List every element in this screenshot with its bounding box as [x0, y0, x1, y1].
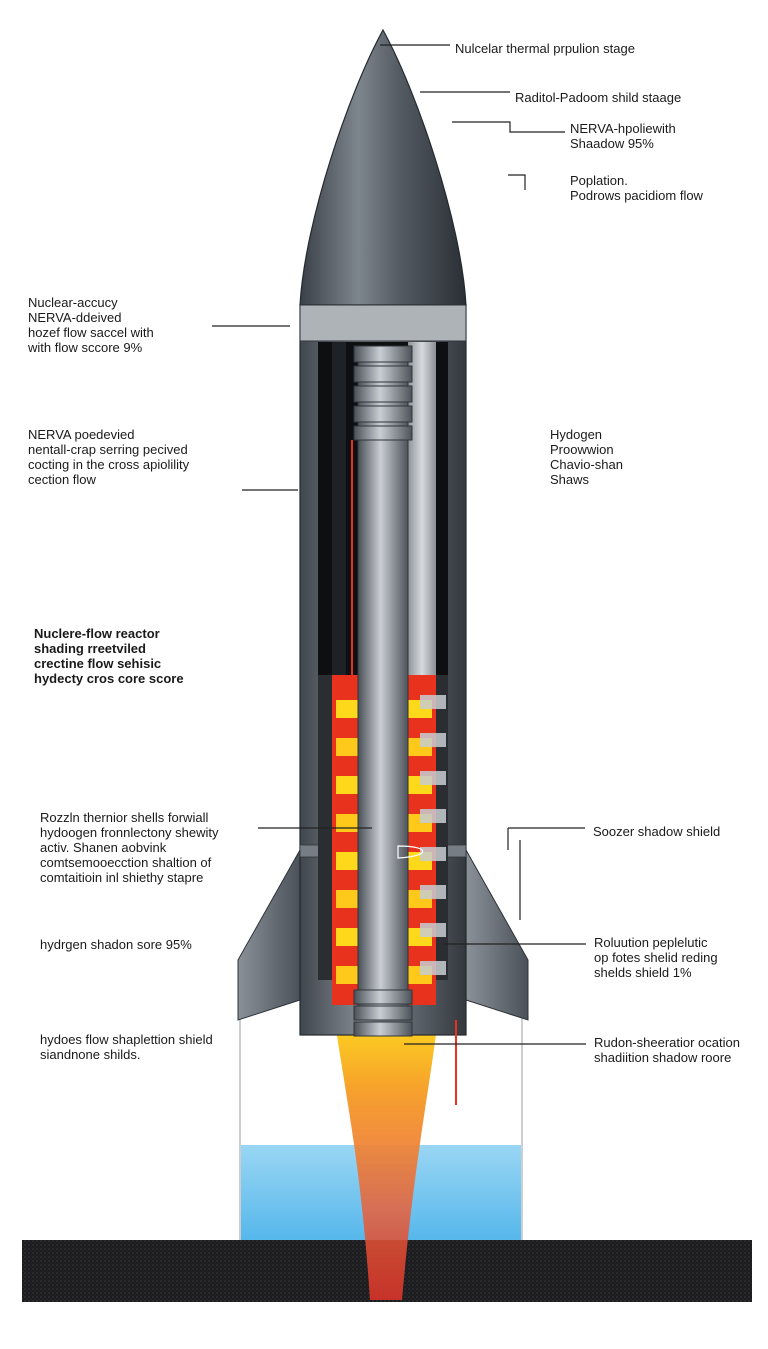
label-hydrogen-flow-shield: hydoes flow shaplettion shield siandnone…: [40, 1032, 213, 1062]
label-radiation-shield-1pct: Roluution peplelutic op fotes shelid red…: [594, 935, 718, 980]
heat-exchanger-ribs: [420, 695, 446, 975]
shaft-nozzle-rings: [353, 989, 413, 1037]
label-nozzle-shells: Rozzln thernior shells forwiall hydoogen…: [40, 810, 219, 885]
label-nuclear-reactor: Nuclere-flow reactor shading rreetviled …: [34, 626, 184, 686]
nozzle-outline: [397, 845, 424, 859]
label-nerva-shadow: NERVA-hpoliewith Shaadow 95%: [570, 121, 676, 151]
central-shaft: [357, 345, 409, 1007]
label-nuclear-accuracy: Nuclear-accucy NERVA-ddeived hozef flow …: [28, 295, 154, 355]
label-radiation-shield-stage: Raditol-Padoom shild staage: [515, 90, 682, 105]
label-ntp-stage: Nulcelar thermal prpulion stage: [455, 41, 635, 56]
inner-liner-left: [332, 342, 346, 680]
label-nerva-derived: NERVA poedevied nentall-crap serring pec…: [28, 427, 190, 487]
leader-lines-left: [212, 325, 372, 829]
right-fin: [465, 848, 529, 1021]
nose-cone: [299, 28, 467, 306]
inner-liner-right: [408, 342, 436, 680]
exhaust-plume: [332, 1000, 440, 1300]
left-fin: [237, 848, 301, 1021]
label-shadow-shield: Soozer shadow shield: [593, 824, 721, 839]
label-population-flow: Poplation. Podrows pacidiom flow: [570, 173, 703, 203]
label-hydrogen-propulsion: Hydogen Proowwion Chavio-shan Shaws: [550, 427, 623, 487]
label-radon-shadow: Rudon-sheeratior ocation shadiition shad…: [594, 1035, 740, 1065]
label-hydrogen-shadow: hydrgen shadon sore 95%: [40, 937, 192, 952]
hull-band-top: [299, 304, 467, 342]
leader-lines-right: [380, 44, 586, 1045]
shaft-rings-top: [353, 345, 413, 441]
